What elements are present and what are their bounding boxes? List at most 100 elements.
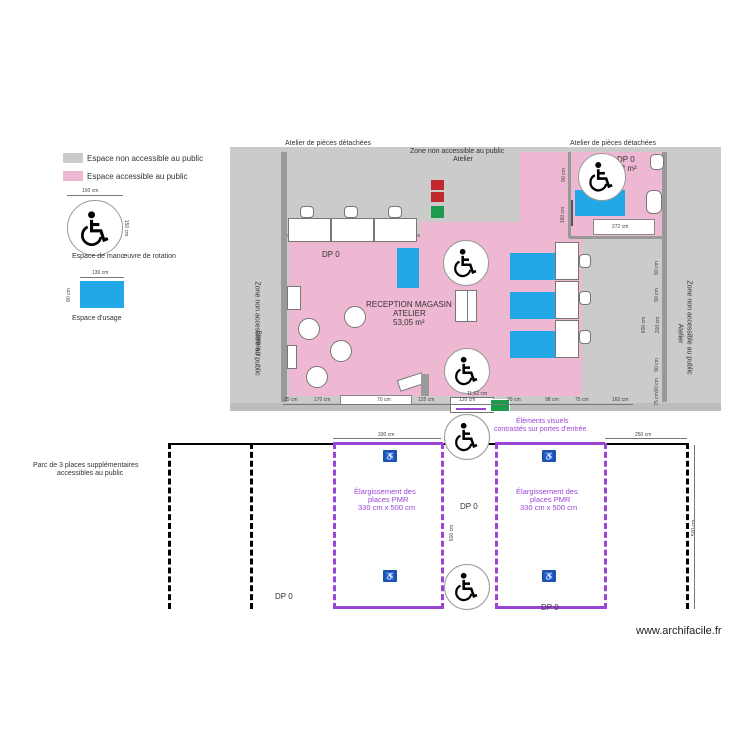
pmr-right-text-2: places PMR <box>530 495 571 504</box>
pmr-right-top-border <box>495 442 605 445</box>
usage-space-label: Espace d'usage <box>72 315 122 322</box>
reception-area: 53,05 m² <box>393 318 425 327</box>
parking-note-line2: accessibles au public <box>57 470 124 477</box>
door-contrast-band <box>456 408 486 410</box>
pmr-sign-right-top: ♿ <box>542 450 556 462</box>
right-chair-1 <box>579 254 591 268</box>
office-chair-1 <box>300 206 314 218</box>
legend-swatch-accessible <box>63 171 83 181</box>
wall-right <box>662 152 667 402</box>
toilet-fixture <box>646 190 662 214</box>
usage-height-dim: 80 cm <box>65 288 72 302</box>
rotation-width-line <box>67 195 123 196</box>
dim-bottom-9: 160 cm <box>612 397 629 403</box>
pmr-right-text-3: 330 cm x 500 cm <box>520 503 578 512</box>
wall-wc-bottom <box>569 236 665 239</box>
exit-sign-icon <box>490 399 510 412</box>
dim-wc-width: 272 cm <box>612 224 629 230</box>
pmr-left-text-2: places PMR <box>368 495 409 504</box>
usage-width-dim: 130 cm <box>92 270 109 276</box>
stall-line-6 <box>604 443 607 609</box>
reception-title: RECEPTION MAGASIN <box>366 300 452 309</box>
wall-partition <box>568 152 571 238</box>
usage-space-desk-3 <box>510 331 555 358</box>
dim-door-width: 11,62 cm <box>467 391 488 397</box>
pmr-left-top-border <box>333 442 443 445</box>
watermark: www.archifacile.fr <box>636 625 722 637</box>
pmr-sign-left-top: ♿ <box>383 450 397 462</box>
dim-bottom-5: 120 cm <box>459 397 476 403</box>
round-table-1 <box>298 318 320 340</box>
usage-space-swatch <box>80 281 124 308</box>
dim-bottom-4: 125 cm <box>418 397 435 403</box>
dim-bottom-6: 90 cm <box>507 397 521 403</box>
wc-wheelchair-icon <box>578 153 626 201</box>
stall-line-1 <box>168 443 171 609</box>
stall-line-7 <box>686 443 689 609</box>
entrance-wheelchair-icon <box>444 414 490 460</box>
dim-vertical-8: 75 cm <box>653 392 660 406</box>
office-desk-1 <box>288 218 331 242</box>
rotation-space-wheelchair-icon <box>67 200 123 256</box>
office-desk-3 <box>374 218 417 242</box>
atelier-access-zone <box>520 152 573 238</box>
round-table-4 <box>306 366 328 388</box>
reception-counter-2 <box>467 290 477 322</box>
dim-vertical-5: 200 cm <box>655 316 662 334</box>
stall-line-4 <box>441 443 444 609</box>
dim-vertical-2: 160 cm <box>560 206 567 224</box>
sink-fixture <box>650 154 664 170</box>
pmr-left-text-1: Élargissement des <box>354 487 416 496</box>
reception-wheelchair-icon-bottom <box>444 348 490 394</box>
wc-area-label: 6,8 m² <box>614 164 637 173</box>
wc-door <box>571 200 573 226</box>
dim-vertical-7: 90 cm <box>653 378 660 392</box>
rotation-width-dim: 150 cm <box>82 188 99 194</box>
dp-parking-left: DP 0 <box>275 592 293 601</box>
legend-accessible-label: Espace accessible au public <box>87 172 188 181</box>
dim-vertical-4: 90 cm <box>653 288 660 302</box>
right-chair-2 <box>579 291 591 305</box>
stall-line-3 <box>333 443 336 609</box>
pmr-right-bottom-border <box>495 606 605 609</box>
right-desk-1 <box>555 242 579 280</box>
dim-bottom-8: 75 cm <box>575 397 589 403</box>
pmr-left-text-3: 330 cm x 500 cm <box>358 503 416 512</box>
office-desk-2 <box>331 218 374 242</box>
dim-330: 330 cm <box>378 432 395 438</box>
round-table-3 <box>330 340 352 362</box>
atelier-right-label: Atelier de pièces détachées <box>570 140 656 147</box>
atelier-left-label: Atelier de pièces détachées <box>285 140 371 147</box>
pmr-sign-left-bottom: ♿ <box>383 570 397 582</box>
dim-vertical-3: 90 cm <box>653 261 660 275</box>
zone-left-label: Zone non accessible au public <box>253 281 261 376</box>
right-desk-2 <box>555 281 579 319</box>
usage-space-counter <box>397 248 419 288</box>
visual-elements-line2: contrastés sur portes d'entrée <box>494 426 587 433</box>
round-table-2 <box>344 306 366 328</box>
reception-sub: ATELIER <box>393 309 426 318</box>
zone-top-sub-label: Atelier <box>453 156 473 163</box>
zone-top-label: Zone non accessible au public <box>410 148 505 155</box>
dim-500-right-line <box>694 445 695 609</box>
pmr-sign-right-bottom: ♿ <box>542 570 556 582</box>
dim-line-bottom <box>283 404 633 405</box>
dim-330-line <box>333 438 441 439</box>
stall-line-5 <box>495 443 498 609</box>
zone-right-label: Zone non accessible au public <box>685 280 693 375</box>
dp-wc-label: DP 0 <box>617 155 635 164</box>
parking-note-line1: Parc de 3 places supplémentaires <box>33 462 139 469</box>
rotation-space-label: Espace de manœuvre de rotation <box>72 253 176 260</box>
visual-elements-line1: Éléments visuels <box>516 418 569 425</box>
office-chair-3 <box>388 206 402 218</box>
dim-250: 250 cm <box>635 432 652 438</box>
shelf-left-1 <box>287 286 301 310</box>
wall-left <box>281 152 287 402</box>
dp-main-label: DP 0 <box>322 250 340 259</box>
dim-600-vertical: 600 cm <box>641 316 648 334</box>
dim-bottom-3: 70 cm <box>377 397 391 403</box>
dim-bottom-2: 170 cm <box>314 397 331 403</box>
stall-line-2 <box>250 443 253 609</box>
right-desk-3 <box>555 320 579 358</box>
right-chair-3 <box>579 330 591 344</box>
